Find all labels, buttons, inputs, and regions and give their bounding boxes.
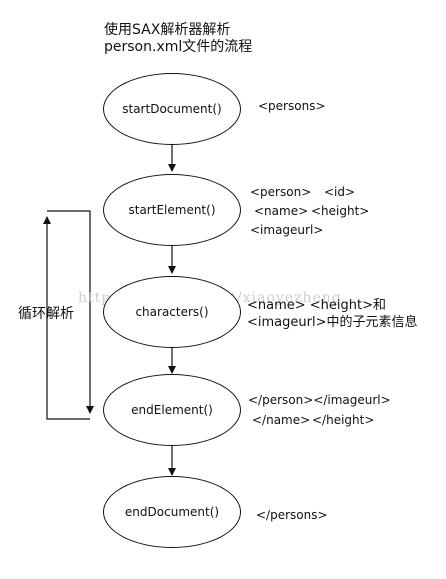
loop-bracket-right [47,210,94,414]
loop-bracket-left [43,216,90,420]
note-end-element: </person></imageurl> </name></height> [248,392,391,428]
tag-person: <person> [250,185,312,199]
tag-end-height: </height> [312,413,375,427]
tag-name: <name> [254,204,309,218]
node-start-document: startDocument() [103,73,241,145]
tag-height: <height> [311,204,370,218]
node-end-element: endElement() [103,374,241,446]
title-line-1: 使用SAX解析器解析 [104,22,231,38]
tag-end-name: </name> [252,413,311,427]
node-start-element: startElement() [103,174,241,246]
tag-imageurl: <imageurl> [250,223,324,237]
node-characters: characters() [103,276,241,348]
node-end-document: endDocument() [103,476,241,548]
note-characters-line-1: <name> <height>和 [247,298,387,313]
loop-label: 循环解析 [18,306,74,322]
note-start-document: <persons> [258,99,326,113]
note-characters-line-2: <imageurl>中的子元素信息 [247,315,418,330]
title-line-2: person.xml文件的流程 [104,39,253,55]
note-characters: <name> <height>和 <imageurl>中的子元素信息 [247,297,417,331]
diagram-title: 使用SAX解析器解析 person.xml文件的流程 [104,22,252,56]
note-start-element: <person> <id> <name><height> <imageurl> [250,184,369,238]
note-end-element-line-1: </person></imageurl> [248,393,391,407]
note-end-document: </persons> [256,508,328,522]
tag-id: <id> [324,185,356,199]
